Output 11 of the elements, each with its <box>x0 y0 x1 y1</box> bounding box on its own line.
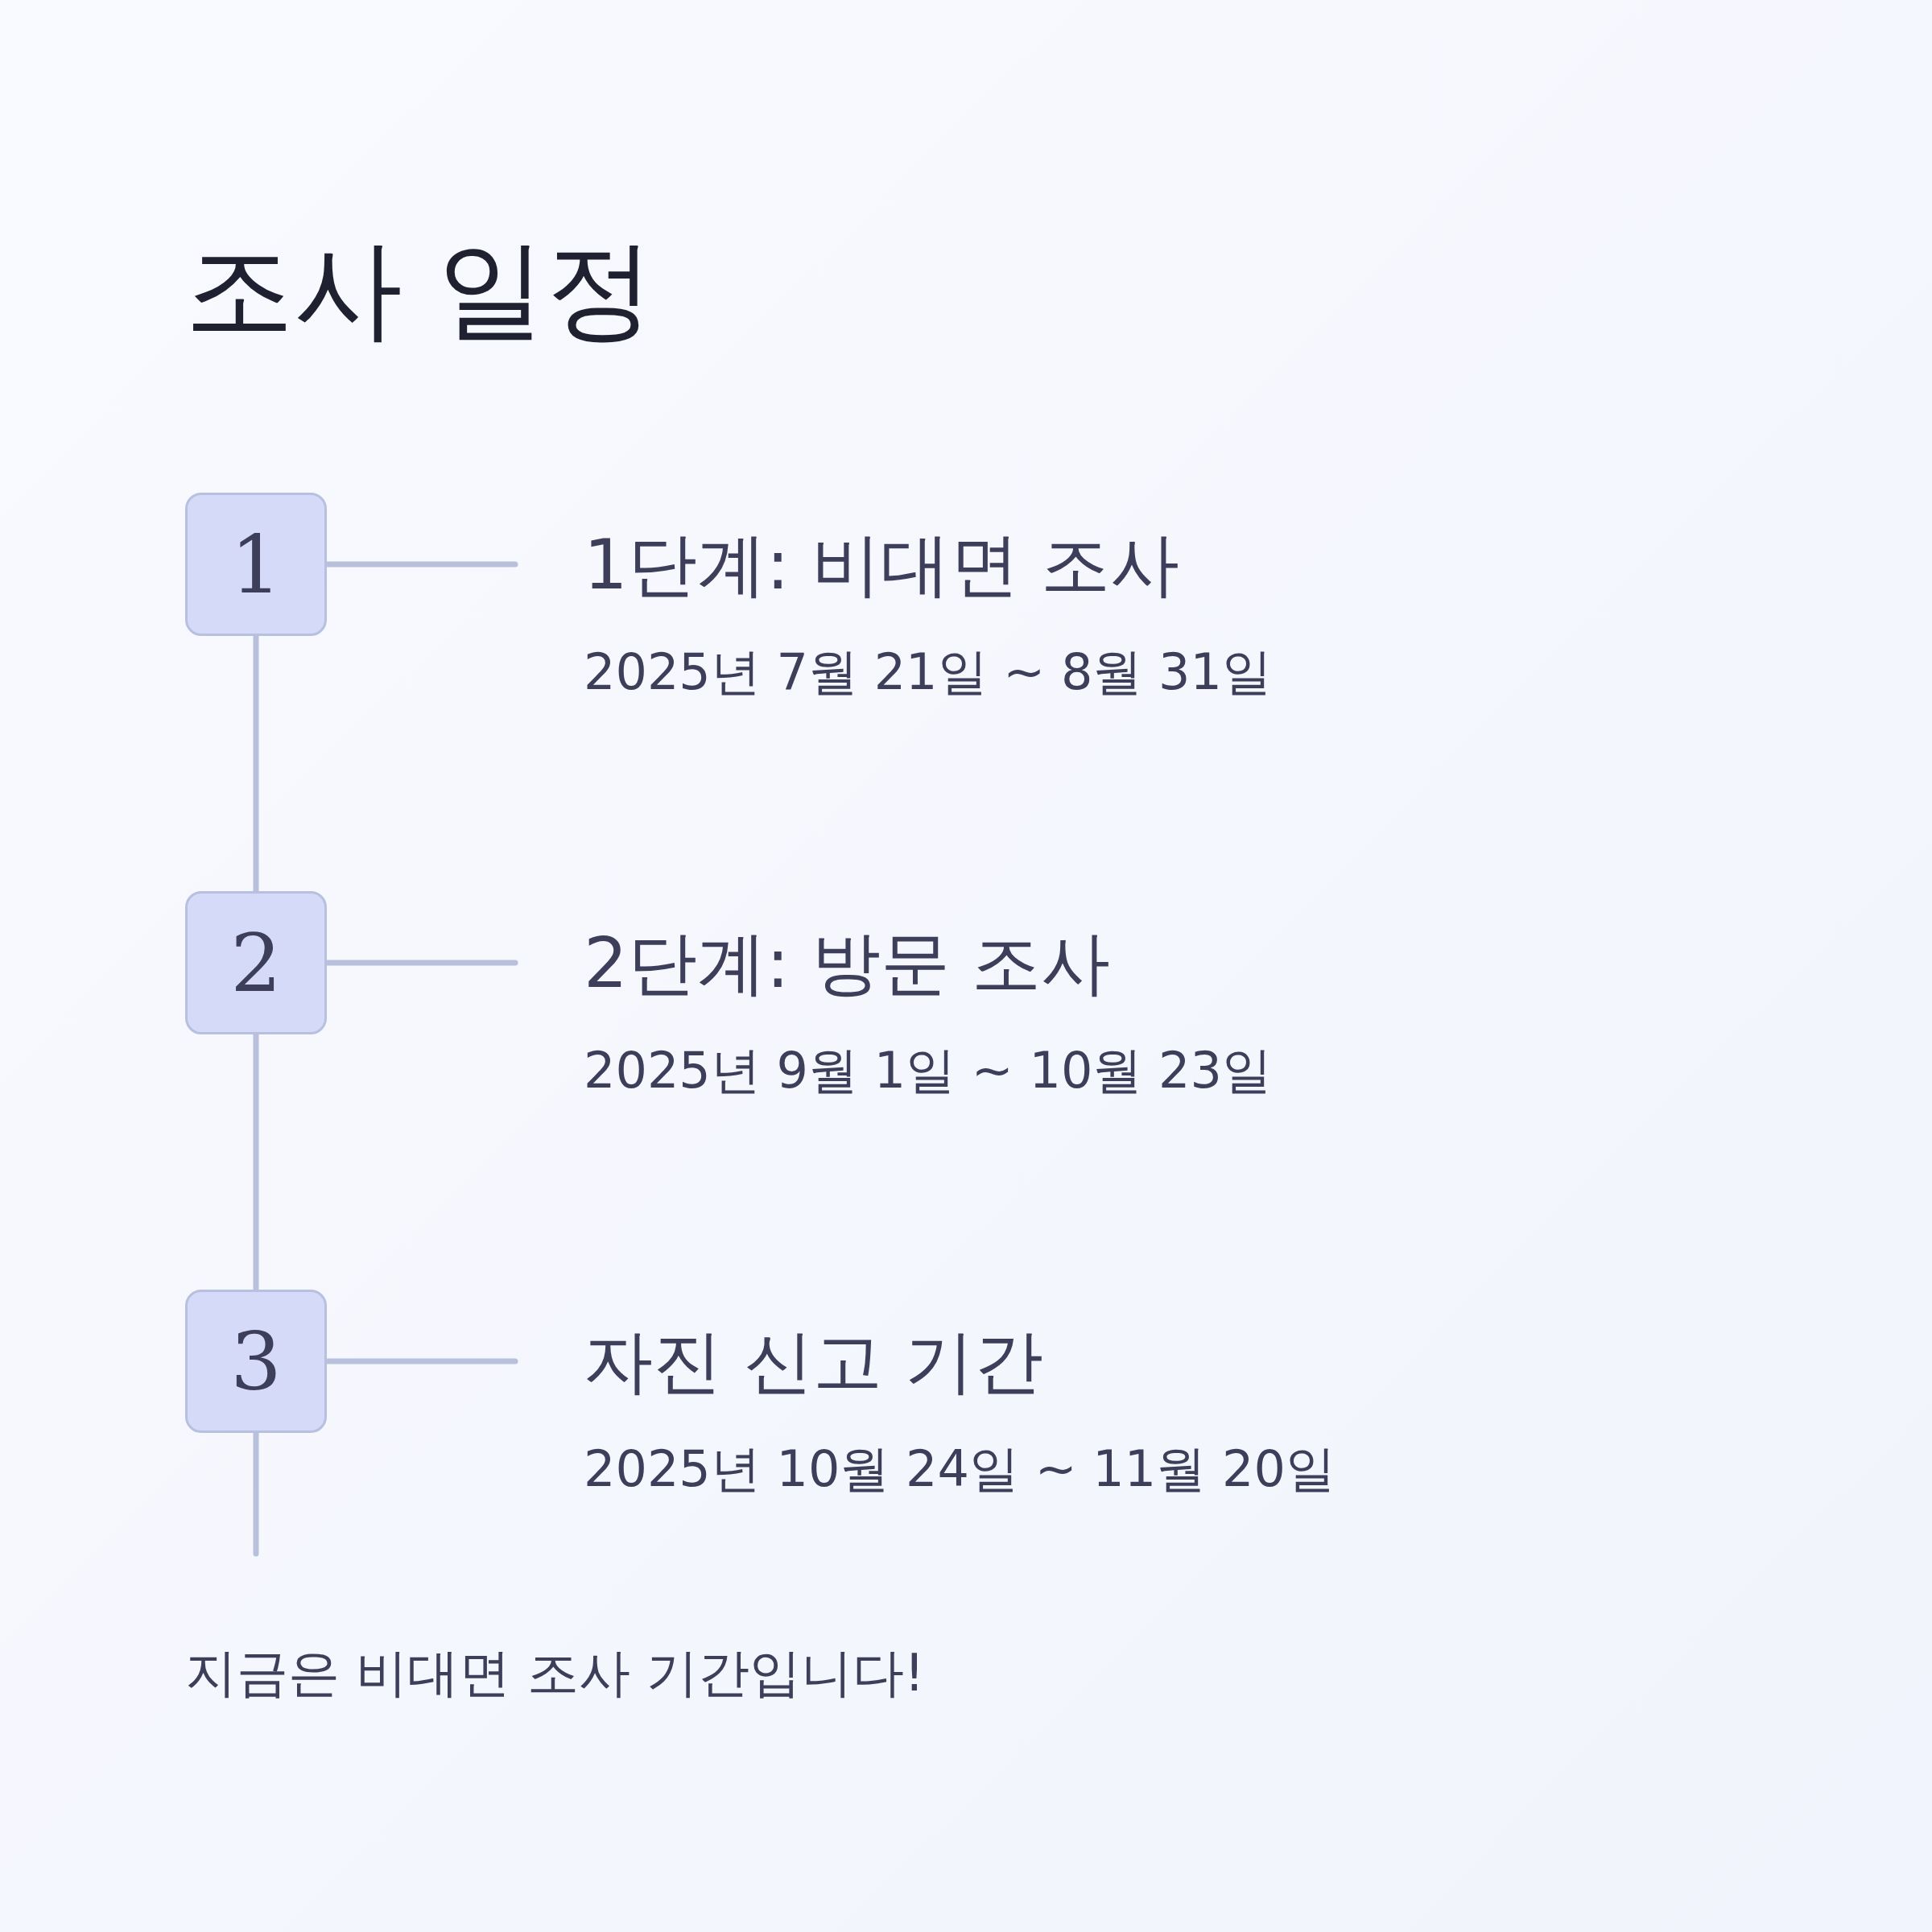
step-heading: 1단계: 비대면 조사 <box>584 523 1180 606</box>
title: 조사 일정 <box>185 225 654 354</box>
step-number-box: 2 <box>185 891 327 1034</box>
date-range: 2025년 9월 1일 ~ 10월 23일 <box>584 1040 1272 1102</box>
step-heading: 2단계: 방문 조사 <box>584 922 1111 1005</box>
status-note: 지금은 비대면 조사 기간입니다! <box>185 1642 925 1704</box>
date-range: 2025년 10월 24일 ~ 11월 20일 <box>584 1439 1335 1501</box>
date-range: 2025년 7월 21일 ~ 8월 31일 <box>584 642 1272 704</box>
step-number-box: 3 <box>185 1290 327 1433</box>
step-heading: 자진 신고 기간 <box>584 1320 1043 1403</box>
step-number-box: 1 <box>185 493 327 636</box>
